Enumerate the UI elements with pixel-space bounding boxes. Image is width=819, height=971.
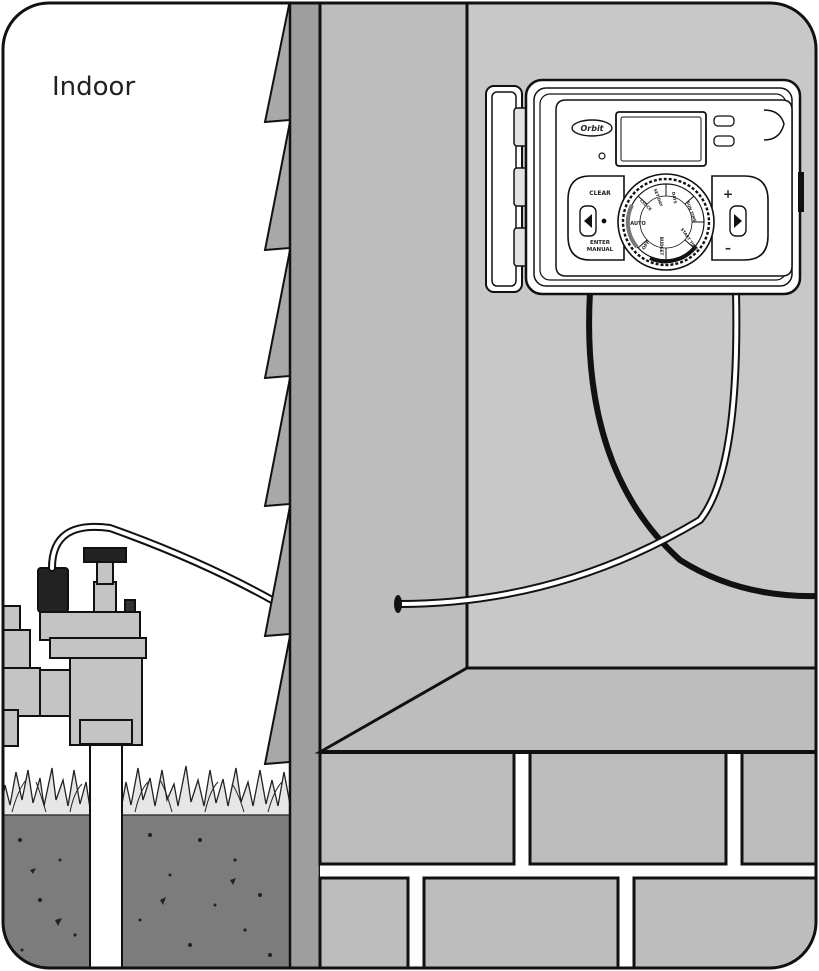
bricks [318, 750, 816, 968]
clear-button-label: CLEAR [589, 190, 611, 197]
dial-label-set-day: SET DAY [653, 188, 664, 207]
caption-indoor: Indoor [52, 72, 135, 102]
dial-label-off: OFF [641, 240, 652, 252]
side-port [798, 172, 804, 212]
water-pipe [89, 739, 123, 968]
grass [3, 765, 293, 816]
brand-label: Orbit [580, 124, 604, 133]
soil [3, 811, 293, 968]
left-arrow-icon [584, 214, 592, 228]
program-dial: AUTO OFF BUDGET START TIME RUN TIME DAYS… [617, 173, 715, 271]
indicator-light-1 [713, 115, 735, 127]
indicator-light-2 [713, 135, 735, 147]
sprinkler-valve [3, 561, 147, 747]
status-led [598, 152, 606, 160]
plus-button-label: + [723, 187, 733, 201]
orbit-logo: Orbit [571, 119, 613, 137]
valve-wire-indoor [397, 291, 739, 606]
right-arrow-icon [734, 214, 742, 228]
house-siding [263, 3, 291, 766]
wall-hole [394, 595, 402, 613]
solenoid [37, 567, 69, 613]
manual-button-label: MANUAL [587, 247, 614, 253]
dial-label-days: DAYS [671, 191, 678, 204]
dial-label-budget: BUDGET [659, 237, 664, 256]
grass-blades [11, 779, 283, 813]
minus-button-label: – [725, 241, 731, 255]
irrigation-controller: Orbit CLEAR ENTER MANUAL + – [485, 78, 804, 296]
valve-handle [83, 547, 127, 563]
solenoid-wire [50, 524, 274, 602]
wall-section [288, 3, 322, 968]
dial-label-auto: AUTO [630, 221, 645, 227]
enter-button-label: ENTER [590, 240, 611, 246]
soil-specks [18, 833, 272, 957]
